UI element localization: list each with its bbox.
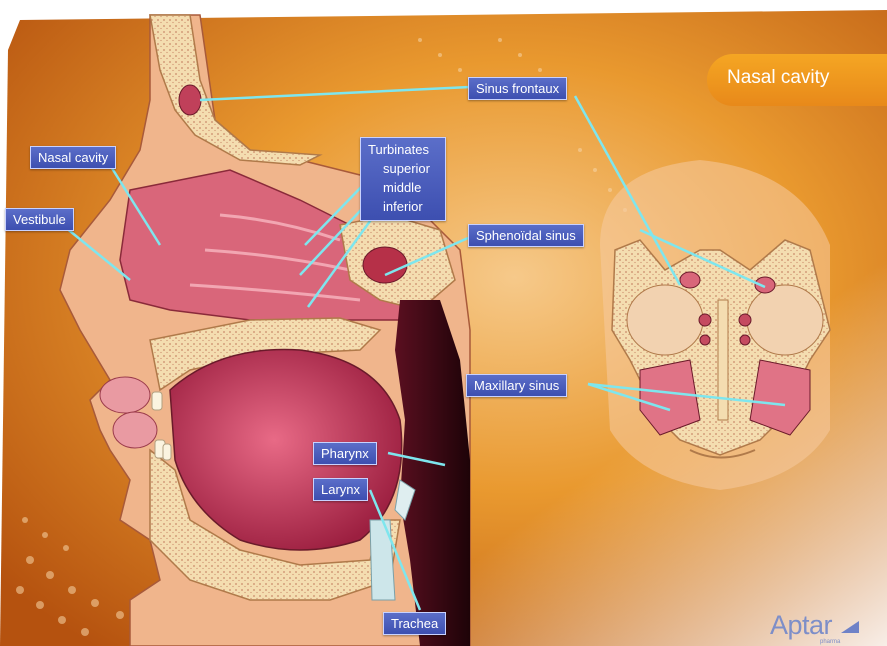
label-nasal-cavity: Nasal cavity (30, 146, 116, 169)
brand-subtitle: pharma (820, 639, 840, 645)
turbinates-superior: superior (383, 161, 430, 176)
turbinates-heading: Turbinates (368, 142, 429, 157)
brand-triangle-icon (839, 619, 861, 635)
label-pharynx: Pharynx (313, 442, 377, 465)
turbinates-middle: middle (383, 180, 421, 195)
title-banner: Nasal cavity (707, 54, 887, 106)
label-maxillary-sinus: Maxillary sinus (466, 374, 567, 397)
page-title: Nasal cavity (727, 67, 829, 89)
label-sinus-frontaux: Sinus frontaux (468, 77, 567, 100)
nasal-septum (718, 300, 728, 420)
lower-lip (113, 412, 157, 448)
upper-lip (100, 377, 150, 413)
brand-logo: Aptar (770, 610, 861, 641)
label-vestibule: Vestibule (5, 208, 74, 231)
frontal-sinus-sagittal (179, 85, 201, 115)
label-turbinates-box: Turbinates superior middle inferior (360, 137, 446, 221)
brand-name: Aptar (770, 610, 832, 640)
label-sphenoidal-sinus: Sphenoïdal sinus (468, 224, 584, 247)
turbinates-inferior: inferior (383, 199, 423, 214)
label-trachea: Trachea (383, 612, 446, 635)
sphenoidal-sinus-sagittal (363, 247, 407, 283)
label-larynx: Larynx (313, 478, 368, 501)
trachea-structure (370, 520, 395, 600)
